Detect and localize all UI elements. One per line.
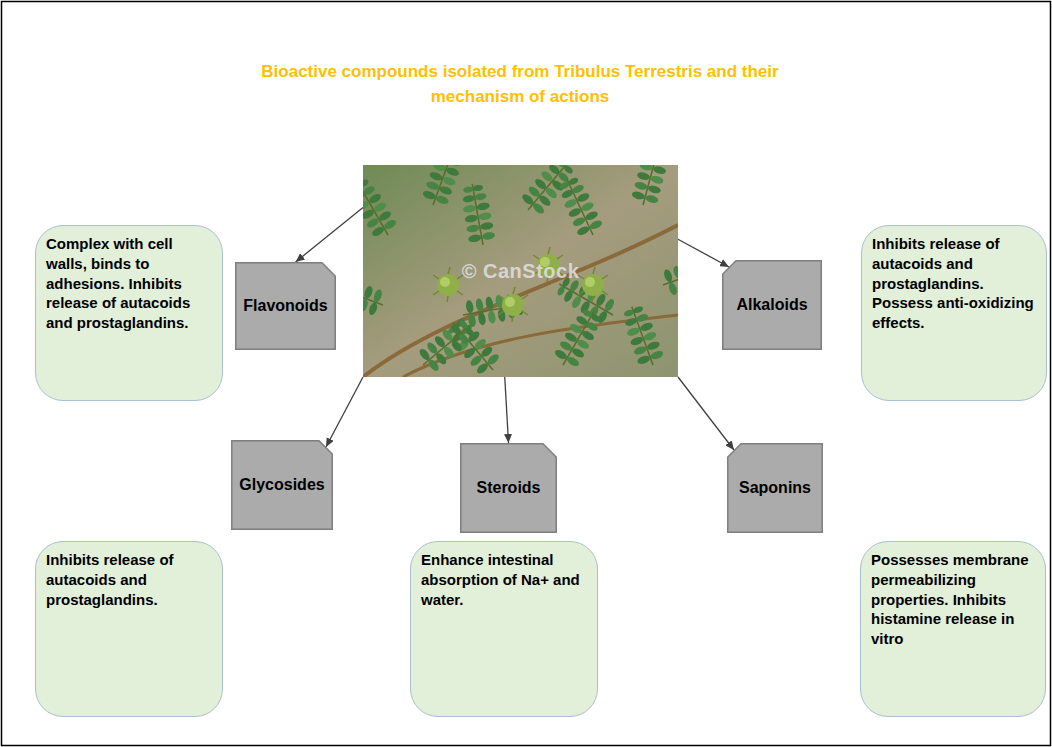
notched-box-outline [728, 444, 823, 533]
arrow-connector [296, 207, 363, 262]
notched-box-outline [232, 441, 333, 530]
mechanism-box: Inhibits release of autacoids and prosta… [861, 225, 1047, 401]
mechanism-box: Possesses membrane permeabilizing proper… [860, 541, 1046, 717]
plant-photo-node: © CanStock [363, 165, 678, 377]
notched-box-outline [236, 263, 336, 350]
class-name: Steroids [476, 479, 540, 497]
arrow-connector [678, 377, 734, 450]
arrow-connector [678, 239, 729, 267]
mechanism-box: Enhance intestinal absorption of Na+ and… [410, 541, 598, 717]
notched-box-outline [723, 261, 822, 350]
mechanism-box: Inhibits release of autacoids and prosta… [35, 541, 223, 717]
compound-class-box: Steroids [460, 443, 557, 533]
diagram-title: Bioactive compounds isolated from Tribul… [255, 60, 785, 109]
class-name: Glycosides [239, 476, 324, 494]
mechanism-text: Inhibits release of autacoids and prosta… [872, 234, 1036, 333]
mechanism-box: Complex with cell walls, binds to adhesi… [35, 225, 223, 401]
mechanism-text: Possesses membrane permeabilizing proper… [871, 550, 1035, 649]
class-name: Flavonoids [243, 297, 327, 315]
notched-box-outline [461, 444, 557, 533]
mechanism-text: Enhance intestinal absorption of Na+ and… [421, 550, 587, 609]
watermark: © CanStock [462, 260, 580, 283]
compound-class-box: Flavonoids [235, 262, 336, 350]
arrow-connector [505, 377, 509, 443]
class-name: Saponins [739, 479, 811, 497]
compound-class-box: Alkaloids [722, 260, 822, 350]
compound-class-box: Saponins [727, 443, 823, 533]
class-name: Alkaloids [736, 296, 807, 314]
mechanism-text: Inhibits release of autacoids and prosta… [46, 550, 212, 609]
compound-class-box: Glycosides [231, 440, 333, 530]
arrow-connector [326, 377, 363, 447]
mechanism-text: Complex with cell walls, binds to adhesi… [46, 234, 212, 333]
